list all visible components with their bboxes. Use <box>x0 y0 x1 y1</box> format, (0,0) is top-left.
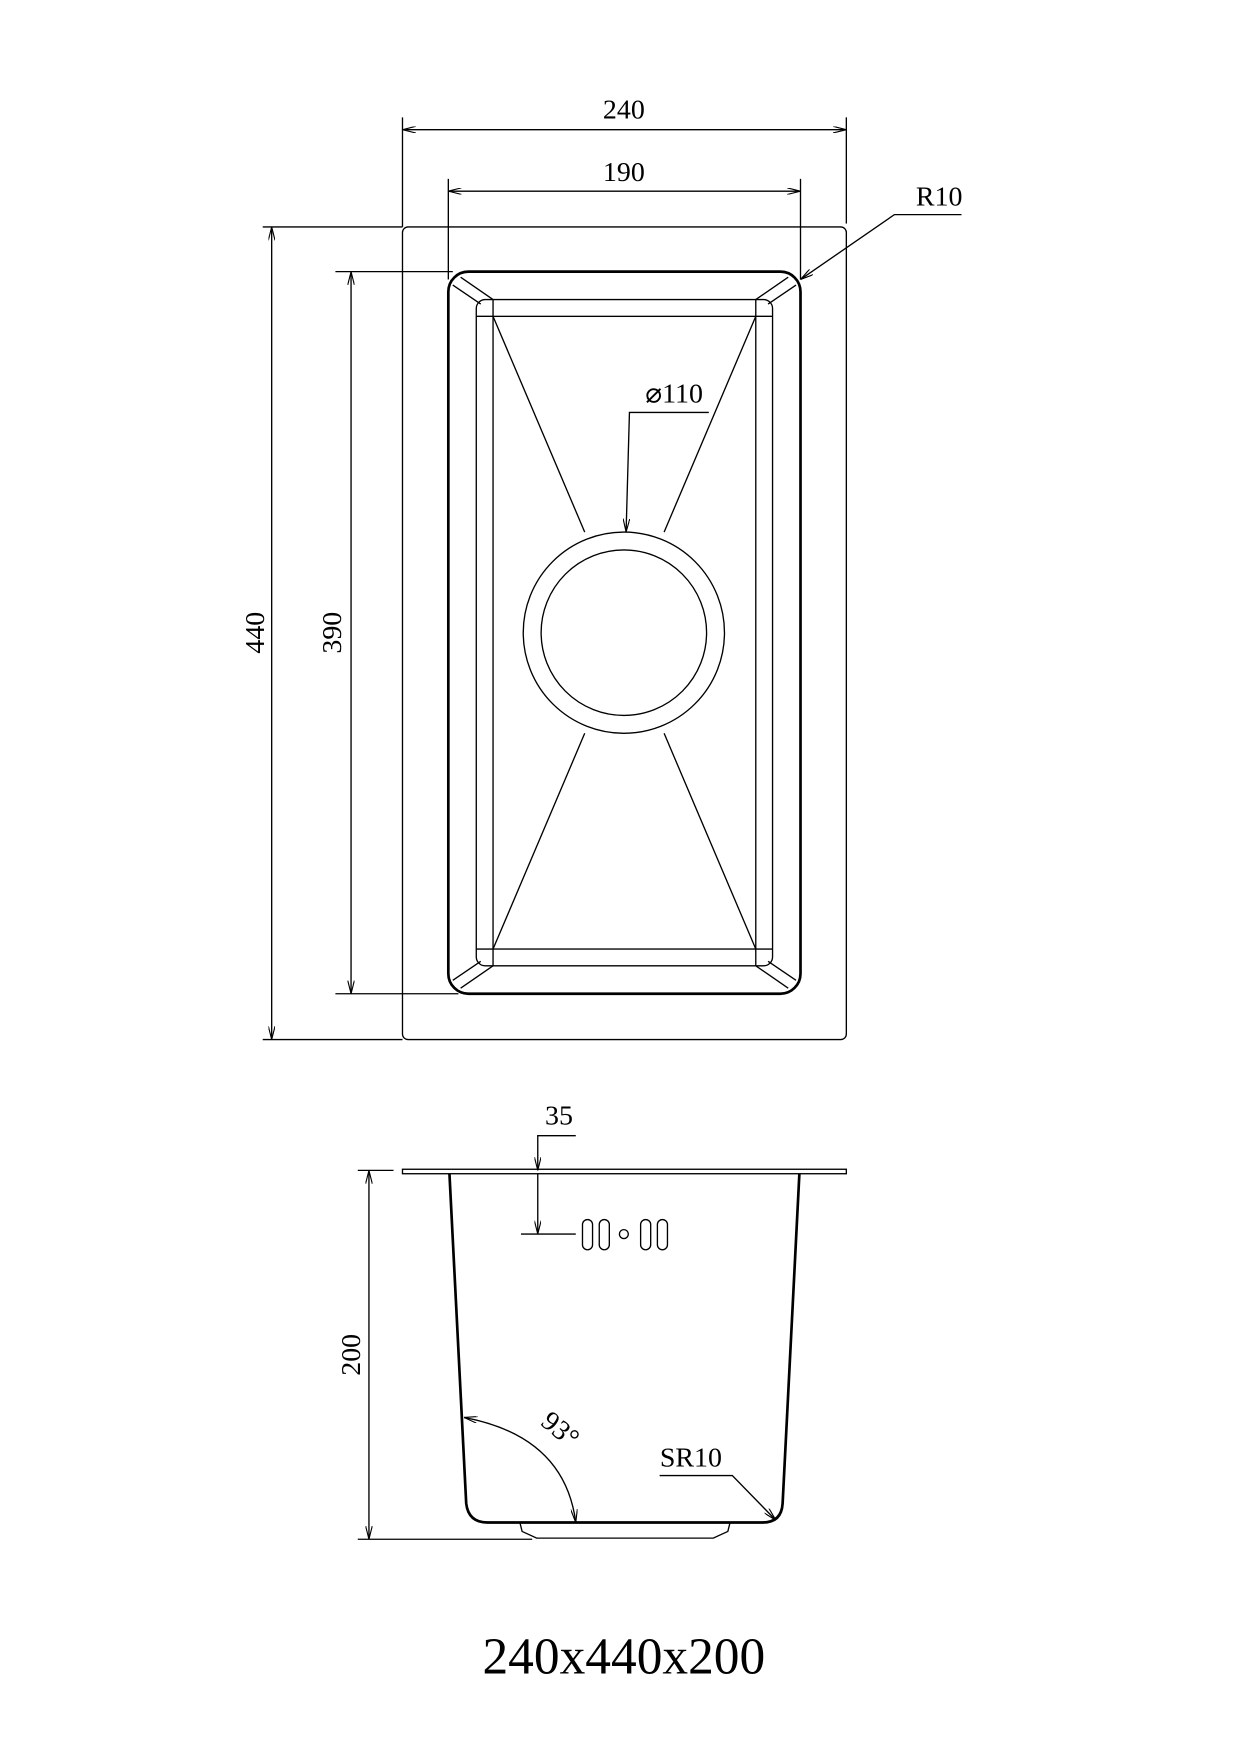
bowl-radius-outline <box>475 298 774 967</box>
side-view: 35 200 93° SR10 <box>336 1101 848 1540</box>
bowl-profile <box>448 1173 801 1524</box>
model-dimensions-title: 240x440x200 <box>482 1628 765 1685</box>
bowl-floor-outline <box>492 315 757 950</box>
top-view: 240 190 R10 ⌀110 440 <box>240 94 963 1041</box>
dimension-drain-diameter: ⌀110 <box>626 378 709 532</box>
flange-profile <box>401 1168 848 1175</box>
dimension-wall-angle: 93° <box>464 1405 585 1522</box>
overflow-slots <box>581 1218 669 1251</box>
overflow-offset-label: 35 <box>545 1101 573 1132</box>
dimension-overall-width: 240 <box>401 94 848 227</box>
drain-diameter-label: ⌀110 <box>645 378 703 409</box>
drain-inner-circle <box>540 549 708 717</box>
bowl-outer-outline <box>446 270 802 996</box>
sink-flange-outline <box>401 226 848 1041</box>
bottom-radius-label: SR10 <box>660 1443 722 1474</box>
overall-length-label: 440 <box>240 612 271 654</box>
corner-radius-label: R10 <box>916 182 963 213</box>
floor-slope-lines <box>492 316 757 950</box>
depth-label: 200 <box>336 1334 367 1376</box>
dimension-corner-radius: R10 <box>801 182 963 281</box>
dimension-overall-length: 440 <box>240 226 403 1041</box>
wall-angle-label: 93° <box>535 1405 585 1454</box>
bowl-length-label: 390 <box>317 612 348 654</box>
corner-lines <box>452 276 797 989</box>
dimension-depth: 200 <box>336 1169 533 1540</box>
overall-width-label: 240 <box>603 94 645 125</box>
drain-profile <box>519 1522 731 1539</box>
drain-outer-circle <box>522 531 726 734</box>
dimension-overflow-offset: 35 <box>520 1101 576 1235</box>
dimension-bottom-radius: SR10 <box>659 1443 776 1521</box>
dimension-bowl-length: 390 <box>317 270 459 995</box>
dimension-bowl-width: 190 <box>447 157 802 280</box>
bowl-width-label: 190 <box>603 157 645 188</box>
